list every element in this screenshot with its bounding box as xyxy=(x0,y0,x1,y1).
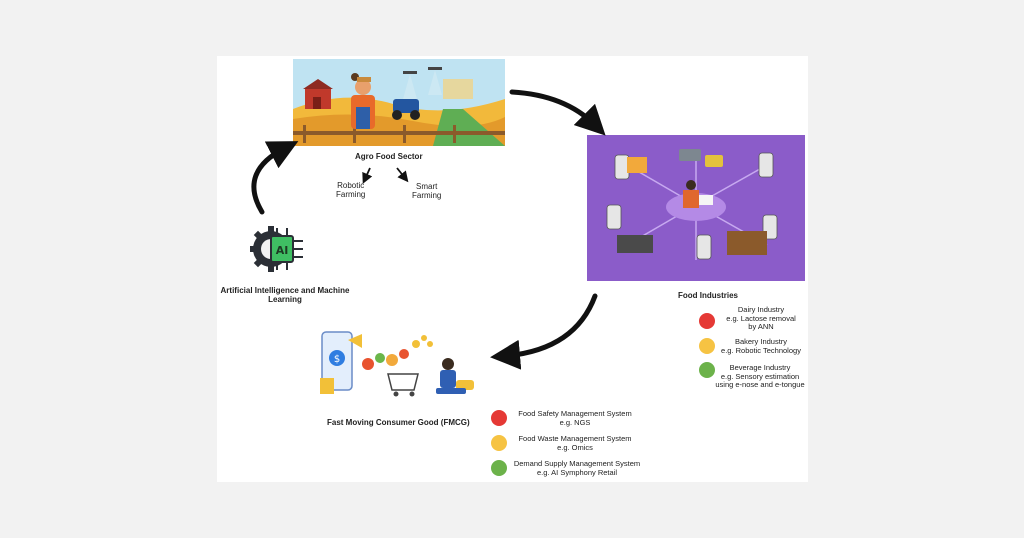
fmcg-illustration: $ xyxy=(318,330,480,406)
fmcg-item-waste: Food Waste Management System e.g. Omics xyxy=(518,434,632,452)
fmcg-title: Fast Moving Consumer Good (FMCG) xyxy=(327,418,470,427)
ai-title: Artificial Intelligence and Machine Lear… xyxy=(220,286,350,305)
farm-illustration xyxy=(293,59,505,146)
branch-smart: Smart Farming xyxy=(412,182,442,201)
food-industry-illustration xyxy=(587,135,805,281)
branch-robotic: Robotic Farming xyxy=(336,181,366,200)
safety-red-dot xyxy=(491,410,507,426)
arrow-food-to-fmcg xyxy=(490,293,598,370)
arrow-agro-to-food xyxy=(509,89,606,136)
ai-chip-label: AI xyxy=(276,244,289,257)
bakery-yellow-dot xyxy=(699,338,715,354)
dairy-red-dot xyxy=(699,313,715,329)
fmcg-item-safety: Food Safety Management System e.g. NGS xyxy=(518,409,632,427)
demand-green-dot xyxy=(491,460,507,476)
ai-chip-icon: AI xyxy=(249,224,305,274)
food-item-bakery: Bakery Industry e.g. Robotic Technology xyxy=(721,337,801,355)
beverage-green-dot xyxy=(699,362,715,378)
food-title: Food Industries xyxy=(678,291,738,300)
arrow-branch-smart xyxy=(396,167,409,183)
arrow-branch-robotic xyxy=(362,167,373,184)
agro-title: Agro Food Sector xyxy=(355,152,423,161)
svg-text:$: $ xyxy=(334,354,340,365)
waste-yellow-dot xyxy=(491,435,507,451)
food-item-dairy: Dairy Industry e.g. Lactose removal by A… xyxy=(726,305,796,332)
food-item-beverage: Beverage Industry e.g. Sensory estimatio… xyxy=(715,363,805,390)
fmcg-item-demand: Demand Supply Management System e.g. AI … xyxy=(513,459,641,477)
arrow-ai-to-agro xyxy=(251,141,299,215)
